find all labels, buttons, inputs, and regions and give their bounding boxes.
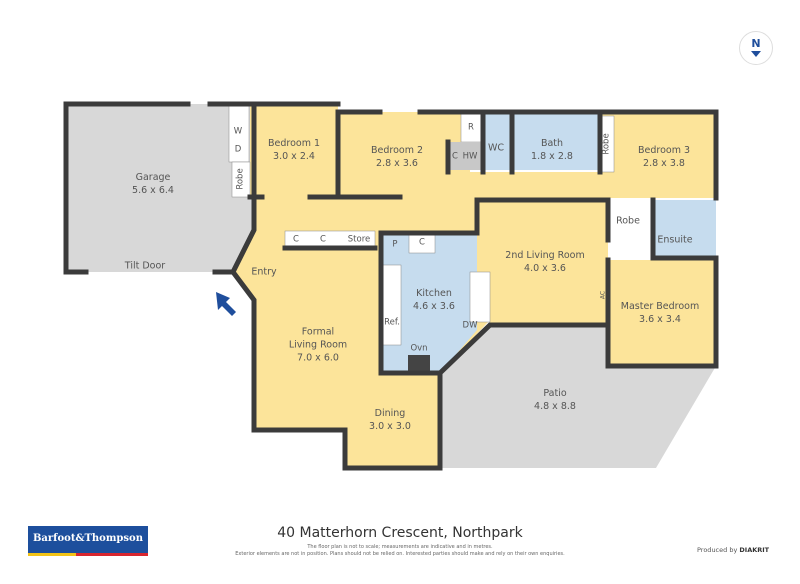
bedroom1-area — [250, 104, 338, 197]
robe-master-label: Robe — [616, 215, 640, 227]
r-cupboard-label: R — [468, 122, 474, 133]
patio-area — [440, 325, 716, 468]
washer-label: W — [233, 126, 243, 137]
ensuite-label: Ensuite — [657, 234, 693, 246]
bath-area — [512, 112, 600, 170]
brand-name: Barfoot&Thompson — [32, 533, 143, 544]
entry-arrow-icon — [216, 292, 236, 316]
garage-area — [66, 104, 254, 272]
kitchen-area — [381, 233, 477, 373]
c1-label: C — [293, 234, 299, 245]
entry-label: Entry — [251, 266, 277, 278]
hot-water-label: HW — [462, 151, 478, 162]
tilt-door-label: Tilt Door — [124, 260, 166, 272]
producer-credit: Produced by DIAKRIT — [697, 546, 770, 554]
north-compass: N — [739, 31, 773, 65]
compass-arrow-icon — [751, 51, 761, 57]
dishwasher-label: DW — [462, 320, 478, 331]
kitchen-c-label: C — [419, 237, 425, 248]
dryer-label: D — [234, 144, 242, 155]
oven-label: Ovn — [410, 343, 428, 354]
ac-label: AC — [599, 290, 607, 300]
robe-bedroom3-label: Robe — [601, 133, 612, 155]
property-address: 40 Matterhorn Crescent, Northpark — [277, 525, 523, 541]
c2-label: C — [320, 234, 326, 245]
c-cupboard-label: C — [452, 151, 458, 162]
pantry-label: P — [392, 239, 398, 250]
brand-logo: Barfoot&Thompson — [28, 526, 148, 556]
ensuite-area — [653, 200, 716, 258]
wc-label: WC — [487, 142, 505, 154]
store-label: Store — [347, 234, 371, 245]
disclaimer-line-2: Exterior elements are not in position. P… — [235, 551, 565, 557]
wc-area — [483, 112, 511, 170]
disclaimer-line-1: The floor plan is not to scale; measurem… — [307, 544, 493, 550]
robe-bedroom1-label: Robe — [235, 168, 246, 190]
compass-label: N — [751, 37, 761, 50]
fridge-label: Ref. — [384, 317, 400, 328]
